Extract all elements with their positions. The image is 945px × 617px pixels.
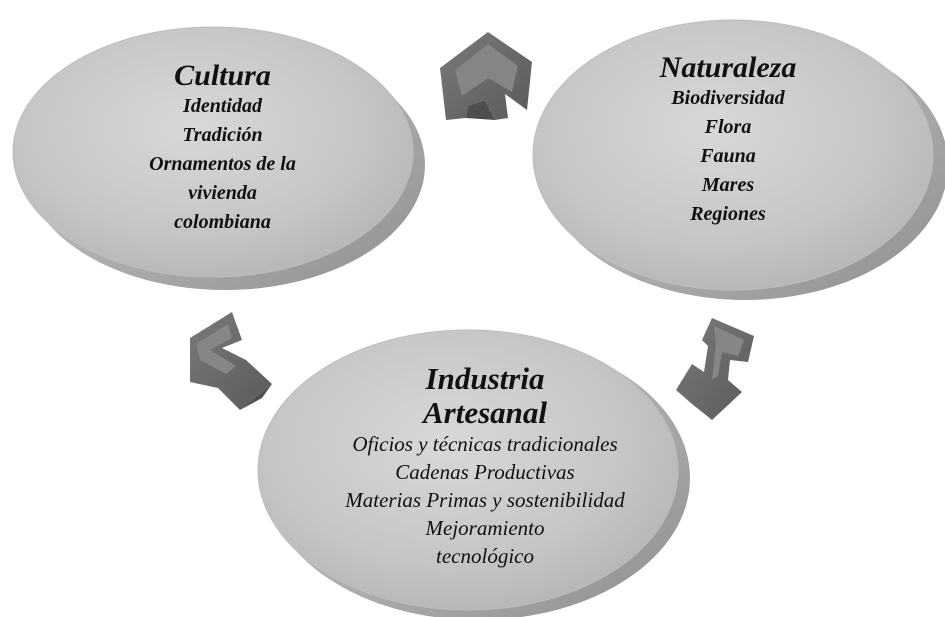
node-item: Mares [701,173,755,196]
node-title: Artesanal [422,395,548,430]
node-item: Oficios y técnicas tradicionales [352,432,618,456]
node-item: Biodiversidad [671,86,785,109]
node-item: tecnológico [436,544,534,568]
node-item: Materias Primas y sostenibilidad [345,488,625,512]
node-item: colombiana [174,210,271,233]
node-item: Fauna [700,144,756,167]
node-title: Cultura [174,59,271,92]
node-title: Naturaleza [659,51,797,84]
arrow-cultura-naturaleza-icon [440,32,532,120]
arrow-industria-cultura-icon [190,312,272,410]
node-industria-shape [257,329,690,617]
arrow-naturaleza-industria-icon [676,318,754,420]
node-title: Industria [425,361,545,396]
node-item: Flora [704,115,752,138]
node-cultura-shape [12,26,425,290]
node-item: Ornamentos de la [149,152,296,175]
node-item: Cadenas Productivas [395,460,575,484]
node-item: vivienda [188,181,257,204]
node-item: Mejoramiento [425,516,545,540]
node-cultura: Cultura Identidad Tradición Ornamentos d… [95,60,350,237]
node-item: Tradición [182,123,263,146]
node-naturaleza-shape [532,19,945,300]
node-industria: Industria Artesanal Oficios y técnicas t… [290,362,680,570]
node-item: Identidad [183,94,262,117]
node-item: Regiones [690,202,766,225]
node-naturaleza: Naturaleza Biodiversidad Flora Fauna Mar… [618,52,838,229]
